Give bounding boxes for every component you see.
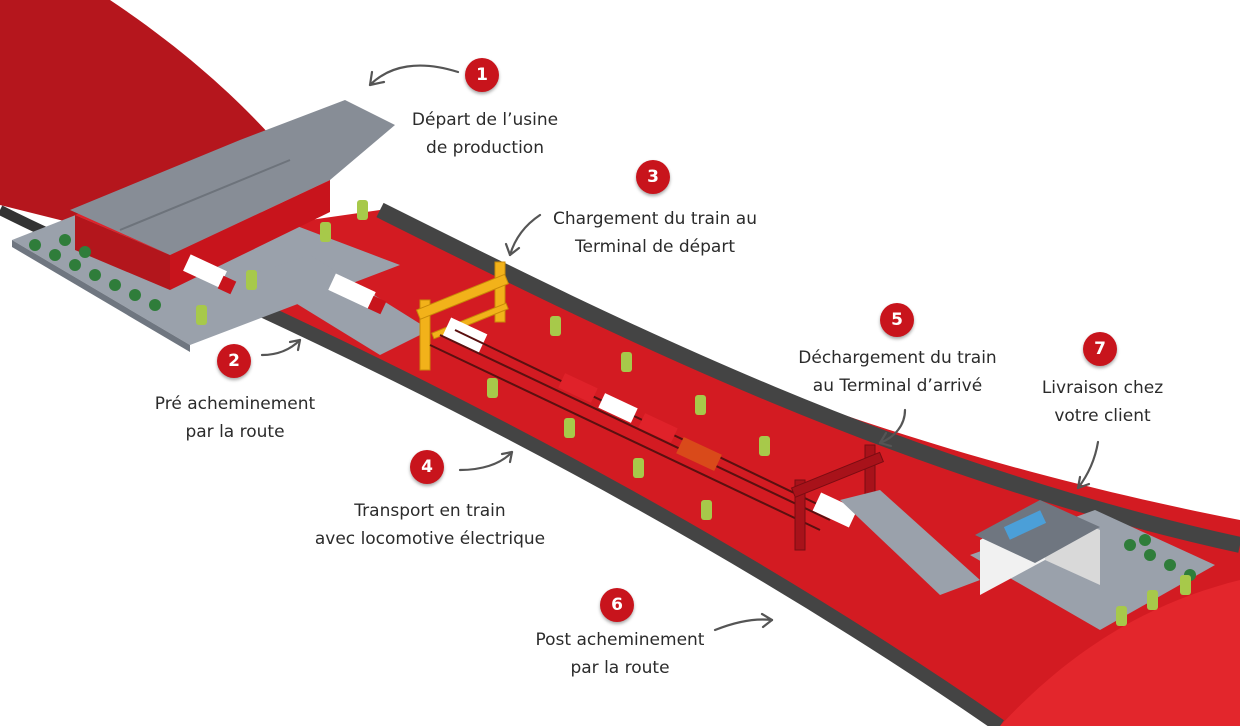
step-4-label: Transport en train avec locomotive élect… — [305, 497, 555, 553]
step-1-badge: 1 — [465, 58, 499, 92]
step-3-badge: 3 — [636, 160, 670, 194]
step-7-line2: votre client — [1054, 406, 1151, 426]
arrow-step-1 — [368, 64, 460, 87]
train — [558, 373, 722, 472]
factory-building — [70, 100, 395, 290]
step-6-line1: Post acheminement — [535, 630, 705, 650]
arrow-step-7-head — [1076, 475, 1091, 490]
step-1-line2: de production — [426, 138, 544, 158]
step-5-line2: au Terminal d’arrivé — [812, 376, 983, 396]
factory-platform-edge — [12, 240, 190, 352]
client-building — [975, 500, 1100, 595]
truck-pre — [328, 273, 387, 315]
arrow-step-5 — [878, 408, 907, 445]
arrow-step-2 — [260, 338, 302, 357]
step-7-line1: Livraison chez — [1041, 378, 1164, 398]
step-1-label: Départ de l’usine de production — [405, 106, 565, 162]
road-post — [840, 490, 980, 595]
step-3-label: Chargement du train au Terminal de dépar… — [535, 205, 775, 261]
factory-long-wall — [170, 180, 330, 290]
step-2-label: Pré acheminement par la route — [140, 390, 330, 446]
arrow-step-3-head — [504, 242, 521, 257]
gray-line-upper — [376, 202, 1240, 553]
step-6-line2: par la route — [570, 658, 670, 678]
arrow-step-5-head — [878, 431, 893, 448]
road-pre — [250, 255, 430, 355]
gray-line-lower — [237, 293, 1004, 726]
step-2-line1: Pré acheminement — [154, 394, 316, 414]
step-5-label: Déchargement du train au Terminal d’arri… — [785, 344, 1010, 400]
client-roof — [975, 500, 1100, 563]
container-arrival — [812, 492, 858, 528]
arrow-step-1-head — [368, 70, 386, 87]
client-trees — [1124, 534, 1196, 581]
step-5-line1: Déchargement du train — [798, 348, 997, 368]
client-solar-panel — [1003, 510, 1047, 540]
arrow-step-4-head — [500, 450, 514, 464]
arrow-step-2-head — [288, 338, 302, 352]
step-3-line2: Terminal de départ — [574, 237, 735, 257]
step-7-label: Livraison chez votre client — [1030, 374, 1175, 430]
step-4-line2: avec locomotive électrique — [314, 529, 546, 549]
step-3-line1: Chargement du train au — [553, 209, 757, 229]
step-4-badge: 4 — [410, 450, 444, 484]
red-band-bottom-right — [1000, 580, 1240, 726]
step-6-label: Post acheminement par la route — [525, 626, 715, 682]
factory-trees — [29, 234, 161, 311]
truck-factory — [183, 254, 237, 295]
arrows — [260, 64, 1100, 632]
corridor-trees — [196, 200, 1191, 626]
arrow-step-6 — [713, 618, 774, 632]
factory-roof-ridge — [119, 159, 291, 231]
arrow-step-3 — [508, 213, 542, 257]
step-5-badge: 5 — [880, 303, 914, 337]
gantry-arrival — [790, 444, 885, 551]
step-2-badge: 2 — [217, 344, 251, 378]
arrow-step-7 — [1076, 440, 1100, 490]
factory-side-wall — [75, 215, 170, 290]
step-1-line1: Départ de l’usine — [411, 110, 559, 130]
arrow-step-4 — [458, 450, 514, 472]
arrow-step-6-head — [760, 612, 774, 629]
step-2-line2: par la route — [185, 422, 285, 442]
step-7-badge: 7 — [1083, 332, 1117, 366]
step-6-badge: 6 — [600, 588, 634, 622]
step-4-line1: Transport en train — [354, 501, 506, 521]
